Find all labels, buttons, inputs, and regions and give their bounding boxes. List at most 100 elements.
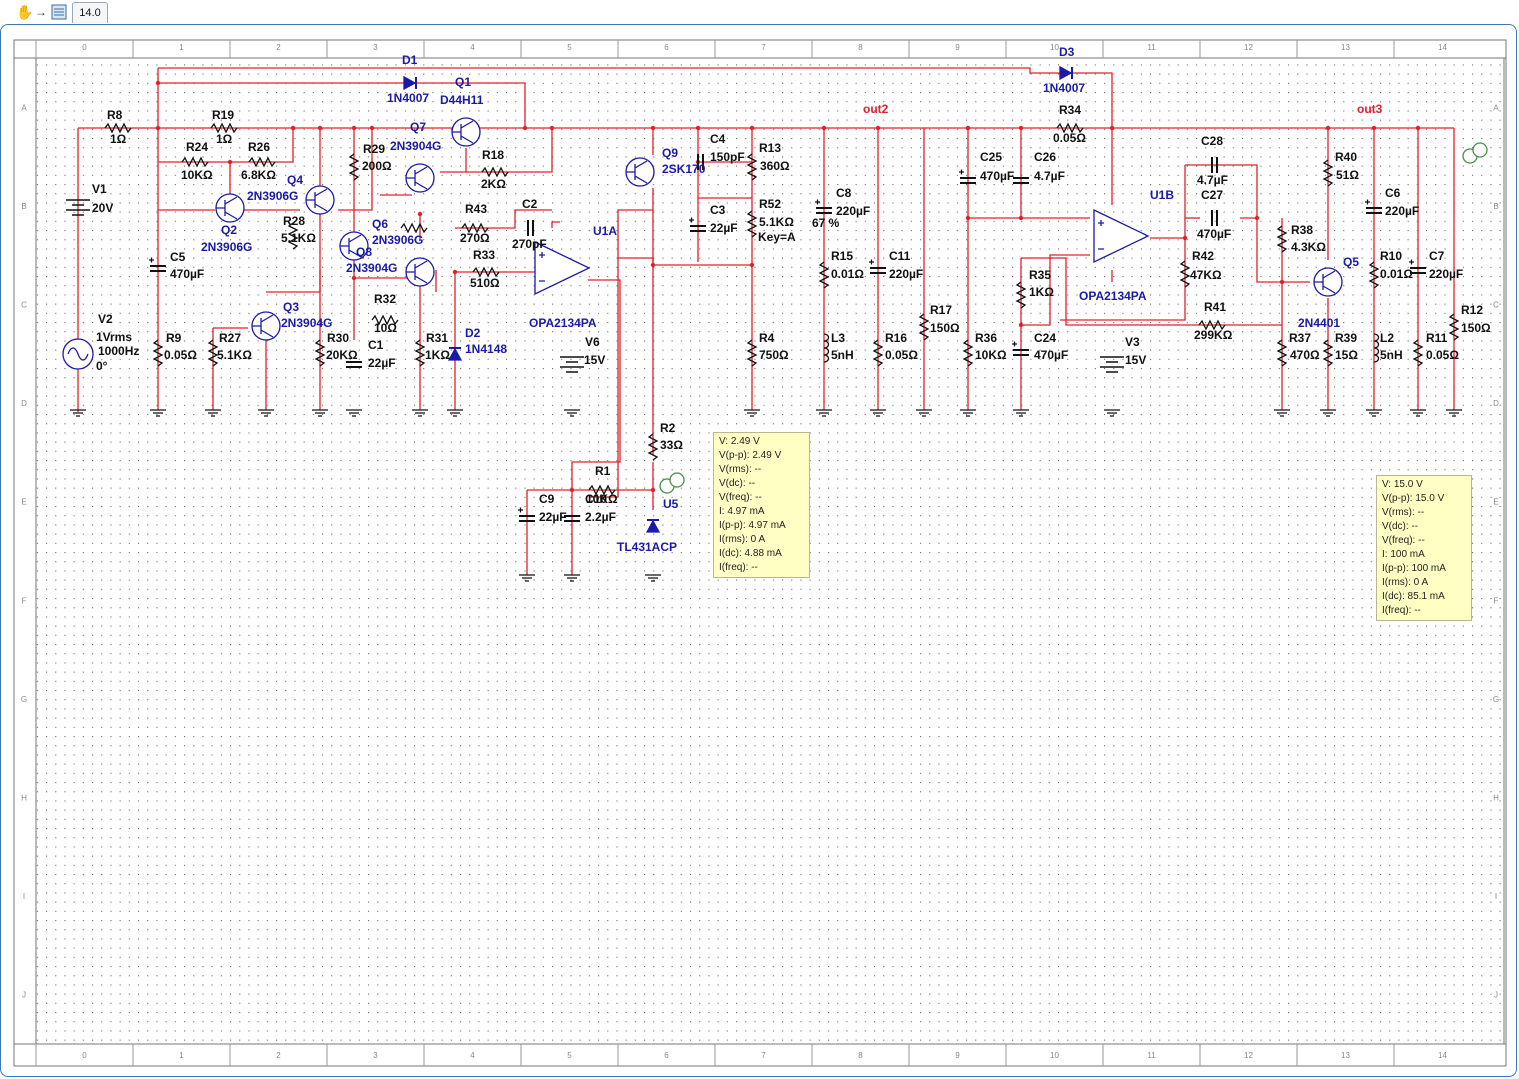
component-label: 1Vrms <box>96 330 132 344</box>
component-label: D44H11 <box>440 93 484 107</box>
row-label: A <box>21 103 27 112</box>
component-label: Q5 <box>1343 255 1359 269</box>
component-label: R18 <box>482 148 504 162</box>
component-label: 150Ω <box>1461 321 1491 335</box>
col-label: 9 <box>955 43 960 52</box>
component-label: 470µF <box>170 267 204 281</box>
component-label: 10Ω <box>374 321 397 335</box>
component-label: R31 <box>426 331 448 345</box>
col-label: 1 <box>179 1051 184 1060</box>
probe-line: V: 2.49 V <box>719 436 760 447</box>
component-label: R4 <box>759 331 775 345</box>
component-label: R41 <box>1204 300 1226 314</box>
component-label: 2N3906G <box>247 189 298 203</box>
probe-line: V(dc): -- <box>1382 521 1419 532</box>
col-label: 1 <box>179 43 184 52</box>
component-label: R16 <box>885 331 907 345</box>
col-label: 7 <box>761 43 766 52</box>
component-label: 0.05Ω <box>885 348 918 362</box>
component-label: R39 <box>1335 331 1357 345</box>
component-label: 4.7µF <box>1034 169 1065 183</box>
component-label: R8 <box>107 108 123 122</box>
col-label: 6 <box>664 1051 669 1060</box>
probe-line: V(p-p): 2.49 V <box>719 450 782 461</box>
row-label: I <box>23 892 25 901</box>
component-label: C2 <box>522 197 538 211</box>
component-label: V3 <box>1125 335 1140 349</box>
probe-line: I: 4.97 mA <box>719 506 765 517</box>
component-label: V2 <box>98 312 113 326</box>
component-label: 22µF <box>539 510 567 524</box>
probe-line: I: 100 mA <box>1382 549 1425 560</box>
tab-14-0[interactable]: 14.0 <box>72 2 108 23</box>
component-label: C4 <box>710 132 726 146</box>
probe-line: I(p-p): 4.97 mA <box>719 520 786 531</box>
component-label: L3 <box>831 331 845 345</box>
component-label: R36 <box>975 331 997 345</box>
labels: R81ΩV120VV21Vrms1000Hz0°R191ΩR2410KΩR266… <box>92 45 1491 554</box>
hand-icon[interactable]: ✋ <box>16 3 34 20</box>
component-label: out3 <box>1357 102 1383 116</box>
col-label: 0 <box>82 1051 87 1060</box>
component-label: D2 <box>465 326 481 340</box>
component-label: 2N3906G <box>372 233 423 247</box>
component-label: 0.01Ω <box>1380 267 1413 281</box>
component-label: 5.1KΩ <box>759 215 794 229</box>
col-label: 4 <box>470 43 475 52</box>
col-label: 10 <box>1050 1051 1059 1060</box>
probe-line: I(rms): 0 A <box>719 534 766 545</box>
component-label: C27 <box>1201 188 1223 202</box>
row-label: H <box>1493 794 1499 803</box>
component-label: Key=A <box>758 230 796 244</box>
component-label: 6.8KΩ <box>241 168 276 182</box>
row-label: A <box>1493 103 1499 112</box>
component-label: R12 <box>1461 303 1483 317</box>
component-label: 0° <box>96 359 108 373</box>
component-label: C28 <box>1201 134 1223 148</box>
col-label: 7 <box>761 1051 766 1060</box>
component-label: C10 <box>585 492 607 506</box>
component-label: 220µF <box>836 204 870 218</box>
component-label: 2N3904G <box>346 261 397 275</box>
component-label: 10KΩ <box>181 168 213 182</box>
row-label: G <box>1493 695 1499 704</box>
component-label: 2N3904G <box>390 139 441 153</box>
component-label: U1A <box>593 224 617 238</box>
row-label: C <box>1493 301 1499 310</box>
component-label: 299KΩ <box>1194 328 1233 342</box>
component-label: out2 <box>863 102 889 116</box>
component-label: 1Ω <box>110 132 127 146</box>
component-label: R1 <box>595 464 611 478</box>
component-label: C3 <box>710 203 726 217</box>
component-label: 4.3KΩ <box>1291 240 1326 254</box>
sheet-icon[interactable] <box>50 2 68 22</box>
row-label: I <box>1495 892 1497 901</box>
component-label: R52 <box>759 197 781 211</box>
row-label: E <box>21 498 26 507</box>
component-label: 470µF <box>1034 348 1068 362</box>
probe-line: I(freq): -- <box>1382 605 1421 616</box>
col-label: 8 <box>858 43 863 52</box>
component-label: 4.7µF <box>1197 173 1228 187</box>
component-label: OPA2134PA <box>1079 289 1147 303</box>
component-label: C5 <box>170 250 186 264</box>
component-label: 0.05Ω <box>1426 348 1459 362</box>
component-label: R9 <box>166 331 182 345</box>
probe-line: V(p-p): 15.0 V <box>1382 493 1445 504</box>
component-label: 1Ω <box>216 132 233 146</box>
col-label: 8 <box>858 1051 863 1060</box>
row-label: D <box>21 399 27 408</box>
row-label: B <box>1493 202 1498 211</box>
col-label: 12 <box>1244 1051 1253 1060</box>
component-label: Q2 <box>221 223 237 237</box>
component-label: R17 <box>930 303 952 317</box>
component-label: 22µF <box>710 221 738 235</box>
component-label: 220µF <box>889 267 923 281</box>
component-label: D3 <box>1059 45 1075 59</box>
col-label: 4 <box>470 1051 475 1060</box>
component-label: R15 <box>831 249 853 263</box>
component-label: 5nH <box>1380 348 1403 362</box>
arrow-icon: → <box>35 5 47 19</box>
